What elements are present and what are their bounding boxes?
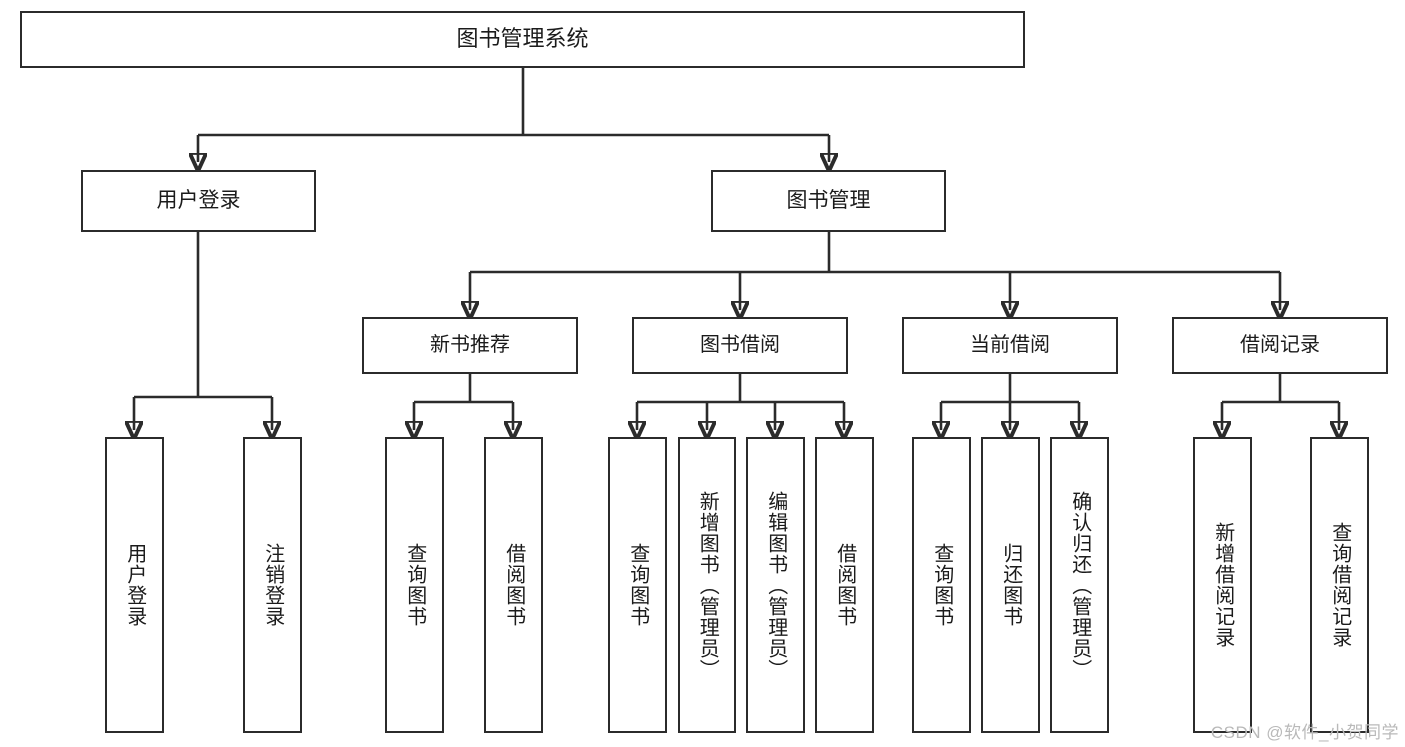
node-new-book-recommend[interactable]: 新书推荐 — [362, 317, 578, 374]
leaf-current-query-book[interactable]: 查询图书 — [912, 437, 971, 733]
node-label: 查询图书 — [930, 543, 953, 627]
node-label: 查询图书 — [403, 543, 426, 627]
node-root-library-system[interactable]: 图书管理系统 — [20, 11, 1025, 68]
leaf-borrow-borrow-book[interactable]: 借阅图书 — [815, 437, 874, 733]
node-label: 借阅图书 — [502, 543, 525, 627]
node-book-management[interactable]: 图书管理 — [711, 170, 946, 232]
node-label: 图书管理系统 — [456, 26, 589, 52]
node-label: 查询借阅记录 — [1328, 522, 1351, 648]
node-label: 新书推荐 — [430, 334, 510, 357]
node-label: 新增图书（管理员） — [696, 490, 719, 680]
leaf-borrow-edit-book-admin[interactable]: 编辑图书（管理员） — [746, 437, 805, 733]
node-label: 注销登录 — [261, 543, 284, 627]
node-user-login[interactable]: 用户登录 — [81, 170, 316, 232]
node-label: 当前借阅 — [970, 334, 1050, 357]
leaf-user-login-signin[interactable]: 用户登录 — [105, 437, 164, 733]
node-label: 图书管理 — [786, 189, 871, 213]
leaf-current-confirm-return-admin[interactable]: 确认归还（管理员） — [1050, 437, 1109, 733]
leaf-record-query[interactable]: 查询借阅记录 — [1310, 437, 1369, 733]
leaf-new-book-query[interactable]: 查询图书 — [385, 437, 444, 733]
watermark: CSDN @软件_小贺同学 — [1210, 723, 1399, 742]
leaf-record-add[interactable]: 新增借阅记录 — [1193, 437, 1252, 733]
leaf-current-return-book[interactable]: 归还图书 — [981, 437, 1040, 733]
node-label: 借阅记录 — [1240, 334, 1320, 357]
node-label: 编辑图书（管理员） — [764, 490, 787, 680]
node-book-borrow[interactable]: 图书借阅 — [632, 317, 848, 374]
node-label: 用户登录 — [123, 543, 146, 627]
leaf-new-book-borrow[interactable]: 借阅图书 — [484, 437, 543, 733]
leaf-borrow-add-book-admin[interactable]: 新增图书（管理员） — [678, 437, 736, 733]
leaf-user-login-signout[interactable]: 注销登录 — [243, 437, 302, 733]
node-label: 借阅图书 — [833, 543, 856, 627]
node-label: 用户登录 — [156, 189, 241, 213]
node-label: 图书借阅 — [700, 334, 780, 357]
node-label: 查询图书 — [626, 543, 649, 627]
node-label: 确认归还（管理员） — [1068, 490, 1091, 680]
leaf-borrow-query-book[interactable]: 查询图书 — [608, 437, 667, 733]
node-borrow-record[interactable]: 借阅记录 — [1172, 317, 1388, 374]
node-label: 归还图书 — [999, 543, 1022, 627]
node-label: 新增借阅记录 — [1211, 522, 1234, 648]
node-current-borrow[interactable]: 当前借阅 — [902, 317, 1118, 374]
